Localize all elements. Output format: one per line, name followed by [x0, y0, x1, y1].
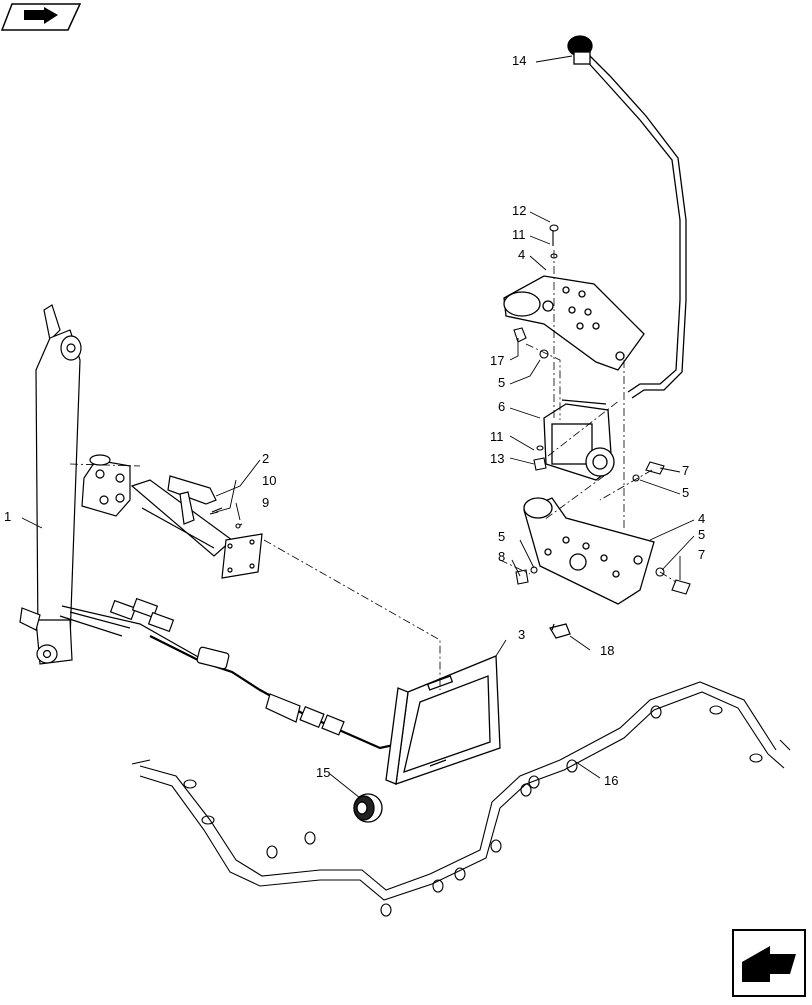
callout-7-b: 7: [698, 547, 706, 562]
book-arrow-icon[interactable]: [0, 3, 82, 31]
callout-15: 15: [316, 765, 331, 780]
callout-4-lower: 4: [698, 511, 706, 526]
display-cable: [59, 597, 399, 750]
display-unit: [385, 655, 501, 785]
camera-cable: [567, 35, 687, 399]
callout-1: 1: [4, 509, 12, 524]
wiring-harness: [131, 681, 791, 917]
clip: [549, 623, 571, 639]
support-arm: [19, 304, 82, 665]
callout-9: 9: [262, 495, 270, 510]
grommet: [353, 793, 383, 823]
callout-5-a: 5: [498, 375, 506, 390]
callout-11-b: 11: [490, 429, 504, 444]
callout-7-a: 7: [682, 463, 690, 478]
navigation-arrow-icon[interactable]: [732, 929, 806, 997]
leader-lines: [21, 55, 695, 799]
callout-5-b: 5: [682, 485, 690, 500]
callout-5-c: 5: [498, 529, 506, 544]
callout-12: 12: [512, 203, 527, 218]
callout-10: 10: [262, 473, 277, 488]
callout-3: 3: [518, 627, 526, 642]
upper-bracket: [503, 275, 645, 371]
callout-4-upper: 4: [518, 247, 526, 262]
callout-2: 2: [262, 451, 270, 466]
ram-mount: [81, 454, 263, 579]
callout-18: 18: [600, 643, 615, 658]
lower-bracket: [523, 497, 655, 605]
callout-6: 6: [498, 399, 506, 414]
callout-14: 14: [512, 53, 527, 68]
callout-8: 8: [498, 549, 506, 564]
callout-11-a: 11: [512, 227, 526, 242]
callout-16: 16: [604, 773, 619, 788]
rear-camera: [543, 399, 615, 481]
callout-5-d: 5: [698, 527, 706, 542]
callout-17: 17: [490, 353, 505, 368]
callout-13: 13: [490, 451, 505, 466]
